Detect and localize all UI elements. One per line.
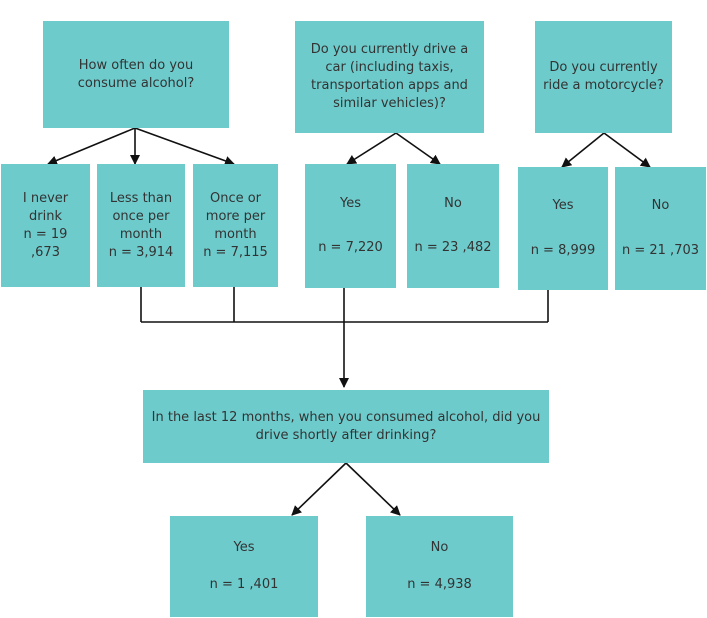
option-moto-yes: Yes n = 8,999: [518, 167, 608, 290]
arrow-car-yes: [346, 132, 397, 165]
arrow-alcohol-more: [134, 127, 235, 166]
option-less-than-monthly: Less than once per month n = 3,914: [97, 164, 185, 287]
question-motorcycle-text: Do you currently ride a motorcycle?: [543, 60, 664, 93]
option-label: Once or more per month: [205, 190, 266, 242]
option-label: No: [651, 198, 670, 214]
arrow-alcohol-never: [47, 127, 136, 166]
option-label: No: [430, 540, 449, 555]
option-count: n = 3,914: [108, 244, 174, 260]
question-alcohol-text: How often do you consume alcohol?: [77, 57, 195, 91]
question-car-text: Do you currently drive a car (including …: [310, 42, 469, 111]
option-count: n = 19 ,673: [23, 226, 68, 260]
arrow-outcome-yes: [291, 462, 347, 516]
option-count: n = 23 ,482: [414, 240, 492, 256]
option-car-no: No n = 23 ,482: [407, 164, 499, 288]
option-label: No: [444, 195, 462, 211]
option-count: n = 4,938: [407, 577, 472, 592]
option-monthly-or-more: Once or more per month n = 7,115: [193, 164, 278, 287]
question-drink-drive-text: In the last 12 months, when you consumed…: [151, 409, 541, 443]
option-count: n = 7,115: [203, 244, 268, 260]
option-label: Less than once per month: [109, 190, 173, 242]
arrow-car-no: [395, 132, 441, 165]
arrow-outcome-no: [345, 462, 401, 516]
question-car-box: Do you currently drive a car (including …: [295, 21, 484, 133]
option-label: Yes: [340, 195, 361, 211]
outcome-no: No n = 4,938: [366, 516, 513, 617]
option-label: I never drink: [22, 190, 69, 224]
option-moto-no: No n = 21 ,703: [615, 167, 706, 290]
question-motorcycle-box: Do you currently ride a motorcycle?: [535, 21, 672, 133]
question-drink-drive-box: In the last 12 months, when you consumed…: [143, 390, 549, 463]
option-count: n = 21 ,703: [621, 242, 700, 258]
option-car-yes: Yes n = 7,220: [305, 164, 396, 288]
option-count: n = 7,220: [318, 240, 383, 256]
outcome-yes: Yes n = 1 ,401: [170, 516, 318, 617]
question-alcohol-box: How often do you consume alcohol?: [43, 21, 229, 128]
arrow-moto-no: [603, 132, 651, 168]
option-label: Yes: [233, 540, 255, 555]
option-count: n = 1 ,401: [209, 577, 279, 592]
option-count: n = 8,999: [530, 242, 596, 258]
arrow-moto-yes: [561, 132, 605, 168]
option-label: Yes: [552, 198, 574, 214]
option-never-drink: I never drink n = 19 ,673: [1, 164, 90, 287]
